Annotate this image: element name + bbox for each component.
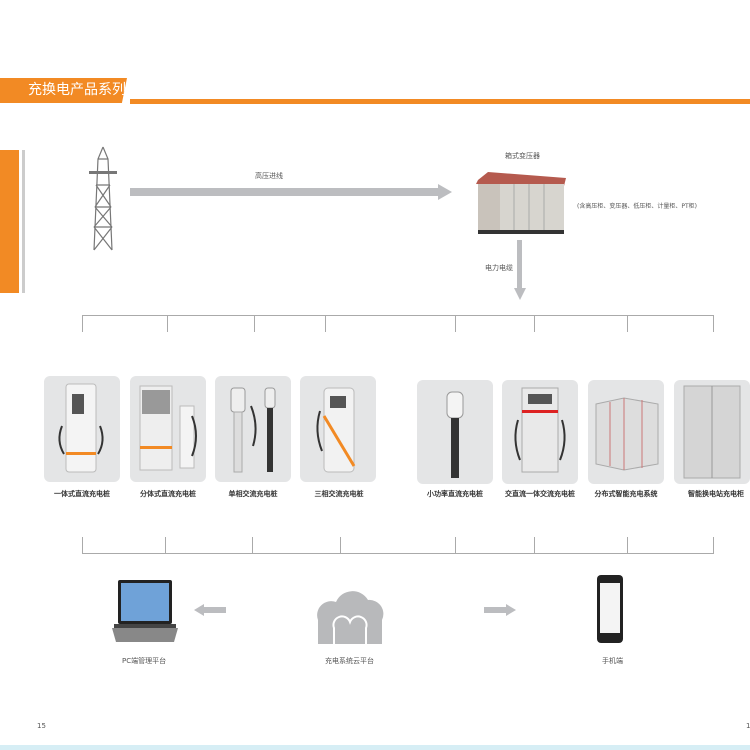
mobile-phone-icon xyxy=(597,575,623,643)
product-card[interactable] xyxy=(130,376,206,482)
section-title: 充换电产品系列 xyxy=(0,78,127,103)
product-card[interactable] xyxy=(674,380,750,484)
arrow-right-small xyxy=(484,604,516,616)
distribution-bracket-top xyxy=(82,315,714,316)
side-accent-bar xyxy=(0,150,19,293)
arrow-right xyxy=(130,184,452,200)
transformer-label: 箱式变压器 xyxy=(505,152,540,160)
cloud-platform-label: 充电系统云平台 xyxy=(325,657,374,665)
product-label: 一体式直流充电桩 xyxy=(54,490,110,498)
side-grey-line xyxy=(22,150,25,293)
product-card[interactable] xyxy=(502,380,578,484)
product-card[interactable] xyxy=(588,380,664,484)
product-label: 单相交流充电桩 xyxy=(228,490,278,498)
cloud-icon xyxy=(317,591,384,644)
laptop-icon xyxy=(112,580,178,642)
product-card[interactable] xyxy=(300,376,376,482)
transformer-image xyxy=(476,172,566,234)
page-number-left: 15 xyxy=(37,722,46,730)
arrow-down xyxy=(514,240,526,300)
product-label: 智能换电站充电柜 xyxy=(688,490,744,498)
mobile-label: 手机端 xyxy=(602,657,623,665)
high-voltage-label: 高压进线 xyxy=(255,172,283,180)
product-card[interactable] xyxy=(417,380,493,484)
product-label: 三相交流充电桩 xyxy=(314,490,364,498)
power-tower-icon xyxy=(89,146,117,251)
transformer-note: (含高压柜、变压器、低压柜、计量柜、PT柜) xyxy=(577,203,697,210)
distribution-bracket-bottom xyxy=(82,553,714,554)
cable-label: 电力电缆 xyxy=(485,264,513,272)
product-label: 分布式智能充电系统 xyxy=(594,490,658,498)
product-label: 交直流一体交流充电桩 xyxy=(505,490,575,498)
bottom-strip xyxy=(0,745,750,750)
product-label: 分体式直流充电桩 xyxy=(140,490,196,498)
header-divider xyxy=(130,99,750,104)
product-card[interactable] xyxy=(44,376,120,482)
product-label: 小功率直流充电桩 xyxy=(427,490,483,498)
product-card[interactable] xyxy=(215,376,291,482)
page-number-right: 1 xyxy=(746,722,750,730)
pc-platform-label: PC端管理平台 xyxy=(122,657,167,665)
arrow-left xyxy=(194,604,226,616)
